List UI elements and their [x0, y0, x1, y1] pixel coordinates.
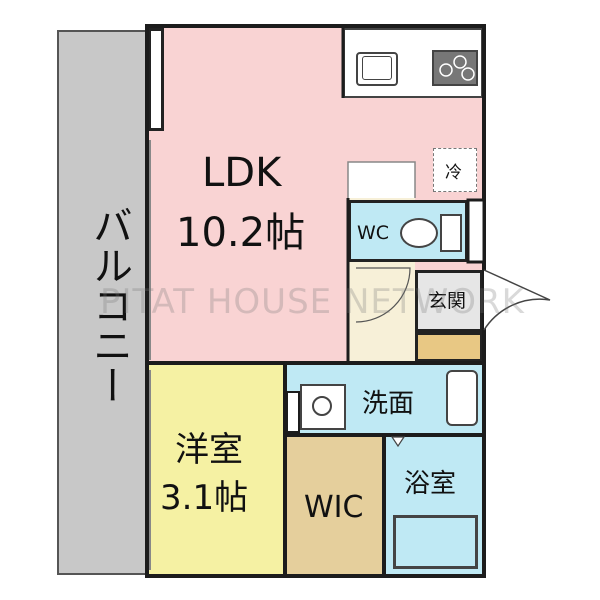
watermark: PITAT HOUSE NETWORK — [100, 282, 525, 322]
wc-label: WC — [357, 222, 390, 244]
balcony-label: バルコニー — [86, 205, 132, 405]
wic-room — [287, 436, 384, 575]
hallway-white — [348, 162, 415, 198]
balcony-area — [57, 30, 147, 575]
western-room-label: 洋室 — [175, 430, 243, 470]
washbasin-icon — [446, 370, 478, 426]
western-room-size: 3.1帖 — [160, 478, 249, 518]
fridge-box — [433, 148, 477, 192]
fridge-label: 冷 — [445, 163, 462, 183]
toilet-bowl-icon — [400, 218, 438, 248]
sink-basin — [362, 56, 392, 80]
ldk-size: 10.2帖 — [176, 210, 306, 256]
entry-floor — [415, 332, 483, 362]
bathtub-icon — [393, 515, 478, 569]
bathroom-label: 浴室 — [404, 469, 457, 499]
washing-machine-drum — [312, 396, 332, 416]
ldk-label: LDK — [202, 150, 282, 196]
wic-label: WIC — [304, 490, 364, 525]
toilet-tank-icon — [440, 214, 462, 252]
western-room — [148, 364, 284, 575]
entrance-label: 玄関 — [428, 290, 467, 312]
washroom-label: 洗面 — [362, 389, 415, 419]
entrance-room — [415, 270, 483, 332]
ldk-wall-pillar — [148, 28, 164, 131]
